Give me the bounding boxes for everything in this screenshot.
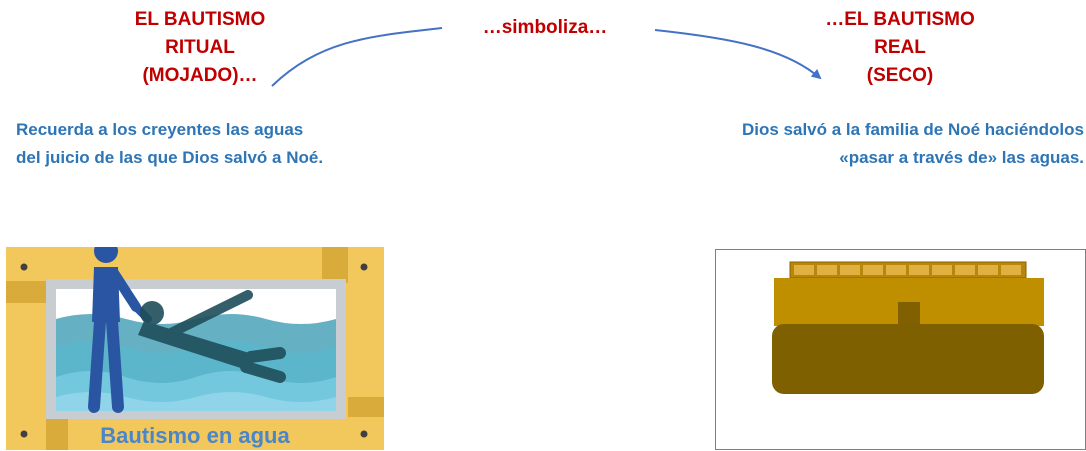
frame-corner xyxy=(322,247,348,283)
frame-nail xyxy=(360,430,368,438)
frame-nail xyxy=(360,263,368,271)
description-line: del juicio de las que Dios salvó a Noé. xyxy=(16,148,324,167)
heading-line: (MOJADO)… xyxy=(142,65,258,86)
ritual-baptism-description: Recuerda a los creyentes las aguas del j… xyxy=(16,116,323,172)
heading-line: EL BAUTISMO xyxy=(134,9,266,30)
picture-caption: Bautismo en agua xyxy=(100,423,290,448)
heading-line: RITUAL xyxy=(165,37,235,58)
ritual-baptism-heading: EL BAUTISMO RITUAL (MOJADO)… xyxy=(100,6,300,90)
baptism-picture xyxy=(6,247,384,450)
symbolizes-label: …simboliza… xyxy=(482,17,608,38)
real-baptism-description: Dios salvó a la familia de Noé haciéndol… xyxy=(742,116,1084,172)
frame-nail xyxy=(20,430,28,438)
ark-windows xyxy=(794,265,1021,275)
ark-picture xyxy=(715,249,1086,450)
frame-nail xyxy=(20,263,28,271)
baptized-person xyxy=(138,290,286,383)
real-baptism-heading: …EL BAUTISMO REAL (SECO) xyxy=(800,6,1000,90)
connector-arrows xyxy=(271,27,822,87)
frame-corner xyxy=(46,417,68,450)
ark-illustration xyxy=(772,261,1044,394)
description-line: Dios salvó a la familia de Noé haciéndol… xyxy=(741,120,1084,139)
frame-corner xyxy=(348,397,384,417)
water-wave xyxy=(56,392,336,411)
right-arrow-line xyxy=(654,29,822,80)
frame-corner xyxy=(6,281,46,303)
heading-line: (SECO) xyxy=(866,65,934,86)
ark-hull xyxy=(772,324,1044,394)
description-line: Recuerda a los creyentes las aguas xyxy=(16,120,304,139)
heading-line: …EL BAUTISMO xyxy=(825,9,975,30)
heading-line: REAL xyxy=(874,37,926,58)
description-line: «pasar a través de» las aguas. xyxy=(839,148,1084,167)
left-connector-line xyxy=(271,27,443,87)
